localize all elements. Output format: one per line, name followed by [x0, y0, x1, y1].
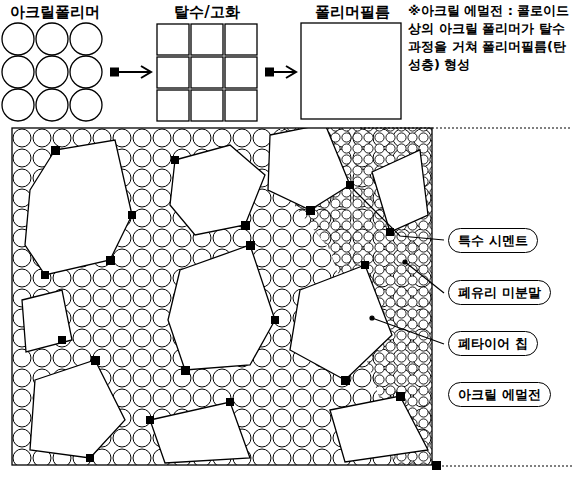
callout-box: 폐타이어 칩 — [448, 331, 538, 356]
dewatered-cell — [157, 90, 189, 121]
stage-arrow — [265, 66, 296, 78]
callout-box: 특수 시멘트 — [448, 228, 538, 253]
stage-box: 폴리머필름 — [300, 2, 404, 122]
leader-lines — [348, 184, 444, 344]
illustration-frame — [12, 128, 432, 465]
cement-particles — [41, 146, 405, 462]
arrow-line — [265, 71, 296, 73]
dewatered-cell — [191, 24, 223, 55]
callout-box: 폐유리 미분말 — [448, 280, 551, 305]
arrow-line — [110, 71, 151, 73]
dotted-rule — [442, 466, 572, 467]
particle-field — [12, 128, 432, 465]
glass-powder-large — [12, 128, 432, 465]
polymer-film — [301, 23, 401, 119]
stage-arrow — [110, 66, 151, 78]
dewatered-cell — [225, 57, 257, 88]
dewatered-cell — [225, 24, 257, 55]
polymer-particle — [70, 89, 102, 121]
dewatered-cell — [157, 57, 189, 88]
note-text: ※아크릴 에멀전 : 콜로이드상의 아크릴 폴리머가 탈수과정을 거쳐 폴리머필… — [408, 2, 570, 74]
callout-text: 폐타이어 칩 — [458, 335, 528, 352]
stage-box: 아크릴폴리머 — [0, 2, 130, 122]
stage-heading: 탈수/고화 — [155, 2, 259, 22]
callout-text: 폐유리 미분말 — [458, 284, 541, 301]
polymer-particle — [2, 89, 34, 121]
dewatered-cell — [191, 57, 223, 88]
polymer-particle — [70, 56, 102, 88]
polymer-particle — [36, 23, 68, 55]
polymer-particle — [36, 89, 68, 121]
callout-text: 특수 시멘트 — [458, 232, 528, 249]
film-square — [300, 22, 404, 122]
polymer-particle — [70, 23, 102, 55]
polymer-particle — [2, 23, 34, 55]
callout-box: 아크릴 에멀전 — [448, 382, 551, 407]
callout-text: 아크릴 에멀전 — [458, 386, 541, 403]
stage-heading: 폴리머필름 — [300, 2, 404, 22]
dewatered-cell — [157, 24, 189, 55]
dewater-grid — [155, 22, 259, 122]
corner-mark — [432, 461, 441, 470]
dewatered-cell — [225, 90, 257, 121]
dotted-rule — [360, 128, 572, 129]
stage-heading: 아크릴폴리머 — [0, 2, 130, 22]
polymer-particle — [2, 56, 34, 88]
polymer-particle — [36, 56, 68, 88]
dewatered-cell — [191, 90, 223, 121]
tire-chips — [22, 128, 428, 463]
stage-box: 탈수/고화 — [155, 2, 259, 122]
polymer-circles — [0, 22, 104, 122]
